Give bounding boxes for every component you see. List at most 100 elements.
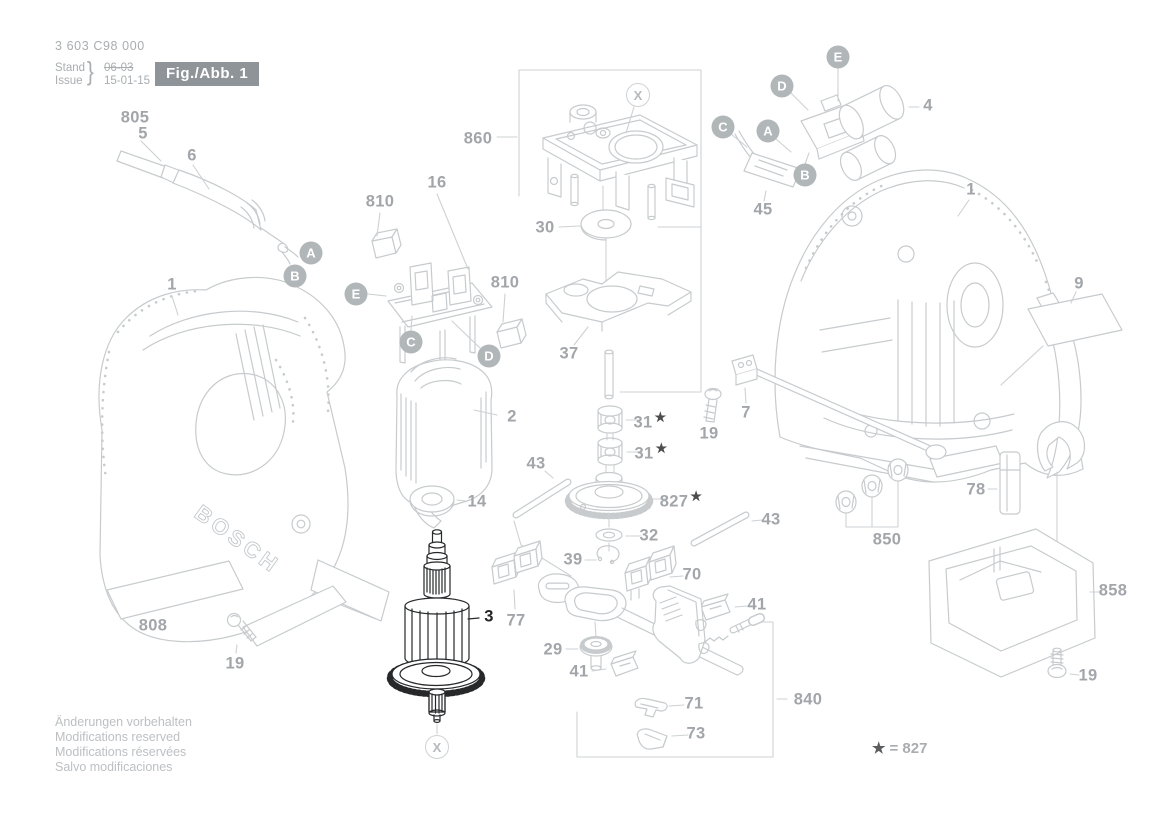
- clip-41-right: [700, 593, 749, 621]
- rollers-850: [835, 458, 909, 528]
- gear-827: [564, 471, 667, 520]
- part-label-14-10: 14: [467, 492, 487, 511]
- knob-29: [565, 621, 613, 671]
- screw-19-left: [226, 612, 257, 654]
- ref-marker-B-1: B: [283, 264, 307, 288]
- ref-marker-D-6: D: [770, 74, 794, 98]
- part-label-5-1: 5: [138, 124, 148, 143]
- bearing-31a: [597, 405, 623, 434]
- part-label-16-7: 16: [427, 173, 447, 192]
- washer-30: [558, 209, 632, 241]
- part-label-858-38: 858: [1098, 581, 1128, 600]
- part-label-808-4: 808: [138, 616, 168, 635]
- star-legend-text: = 827: [889, 740, 928, 757]
- blade-holder-78: [987, 421, 1086, 651]
- part-label-827-17: 827★: [659, 488, 703, 511]
- part-label-29-24: 29: [543, 640, 563, 659]
- ref-marker-B-9: B: [793, 163, 817, 187]
- part-label-71-28: 71: [684, 694, 704, 713]
- part-label-73-29: 73: [686, 724, 706, 743]
- clip-41-left: [591, 650, 639, 677]
- part-label-77-23: 77: [506, 611, 526, 630]
- stator-2: [395, 357, 498, 529]
- insert-7: [731, 354, 758, 404]
- legal-note-line: Änderungen vorbehalten: [55, 715, 192, 729]
- screw-19-middle: [703, 387, 722, 423]
- part-73: [636, 728, 689, 750]
- part-label-41-27: 41: [747, 595, 767, 614]
- stand-label: Stand: [55, 62, 86, 74]
- part-label-19-21: 19: [699, 424, 719, 443]
- part-71: [634, 697, 685, 718]
- part-label-45-33: 45: [753, 200, 773, 219]
- switch-assembly: [730, 68, 920, 253]
- part-label-32-18: 32: [639, 526, 659, 545]
- part-label-78-36: 78: [966, 480, 986, 499]
- ref-marker-A-0: A: [299, 241, 323, 265]
- part-label-37-14: 37: [559, 344, 579, 363]
- ref-marker-C-7: C: [711, 115, 735, 139]
- part-label-810-6: 810: [365, 192, 395, 211]
- part-label-30-13: 30: [535, 218, 555, 237]
- part-label-70-26: 70: [682, 565, 702, 584]
- part-label-43-20: 43: [526, 454, 546, 473]
- part-label-860-12: 860: [463, 129, 493, 148]
- armature-3: [386, 529, 486, 723]
- part-label-19-5: 19: [225, 654, 245, 673]
- right-housing: [774, 169, 1123, 483]
- part-label-3-11: 3: [484, 607, 494, 626]
- bearing-bracket-860: [496, 104, 698, 283]
- part-label-6-2: 6: [187, 146, 197, 165]
- part-label-805-0: 805: [120, 108, 150, 127]
- bearing-14: [409, 485, 467, 517]
- issue-label: Issue: [55, 75, 83, 87]
- bearing-31b: [597, 437, 623, 466]
- legal-note-line: Modifications réservées: [55, 745, 187, 759]
- lever-arm: [537, 573, 744, 676]
- part-label-850-37: 850: [872, 530, 902, 549]
- contact-blocks-77: [491, 540, 543, 610]
- part-label-31-16: 31★: [634, 440, 668, 463]
- rod-43-right: [690, 511, 763, 547]
- part-label-810-8: 810: [490, 273, 520, 292]
- x-marker-0: X: [626, 83, 650, 107]
- washer-32: [595, 512, 642, 552]
- ref-marker-A-8: A: [756, 119, 780, 143]
- sticker-808: [106, 560, 244, 620]
- stand-value-old: 06-03: [104, 62, 134, 74]
- brace-glyph: }: [86, 56, 94, 86]
- left-housing: BOSCH: [98, 276, 390, 647]
- figure-badge: Fig./Abb. 1: [155, 62, 260, 86]
- document-part-number: 3 603 C98 000: [55, 39, 145, 53]
- cord-assembly: [116, 140, 299, 265]
- x-marker-1: X: [425, 735, 449, 759]
- part-label-7-22: 7: [741, 403, 751, 422]
- part-label-43-31: 43: [761, 510, 781, 529]
- ref-marker-D-4: D: [477, 344, 501, 368]
- rod-43-left: [512, 470, 572, 577]
- ref-boxes: [518, 69, 788, 758]
- ref-marker-C-3: C: [399, 330, 423, 354]
- sticker-9: [1027, 293, 1123, 347]
- part-label-2-9: 2: [507, 407, 517, 426]
- part-label-840-30: 840: [793, 690, 823, 709]
- part-label-1-34: 1: [966, 180, 976, 199]
- ref-marker-E-2: E: [344, 282, 368, 306]
- contact-blocks-70: [624, 545, 684, 601]
- guide-plate-37: [545, 271, 692, 400]
- circlip-39: [584, 545, 620, 565]
- part-label-41-25: 41: [569, 662, 589, 681]
- part-label-9-35: 9: [1074, 274, 1084, 293]
- star-icon: ★: [872, 740, 886, 757]
- part-label-31-15: 31★: [633, 409, 667, 432]
- legal-note-line: Modifications reserved: [55, 730, 181, 744]
- footplate-858: [928, 528, 1103, 678]
- part-label-19-39: 19: [1078, 666, 1098, 685]
- issue-value: 15-01-15: [104, 75, 151, 87]
- screw-19-bottom-right: [1047, 647, 1080, 679]
- star-legend: ★= 827: [872, 739, 927, 757]
- ref-marker-E-5: E: [826, 45, 850, 69]
